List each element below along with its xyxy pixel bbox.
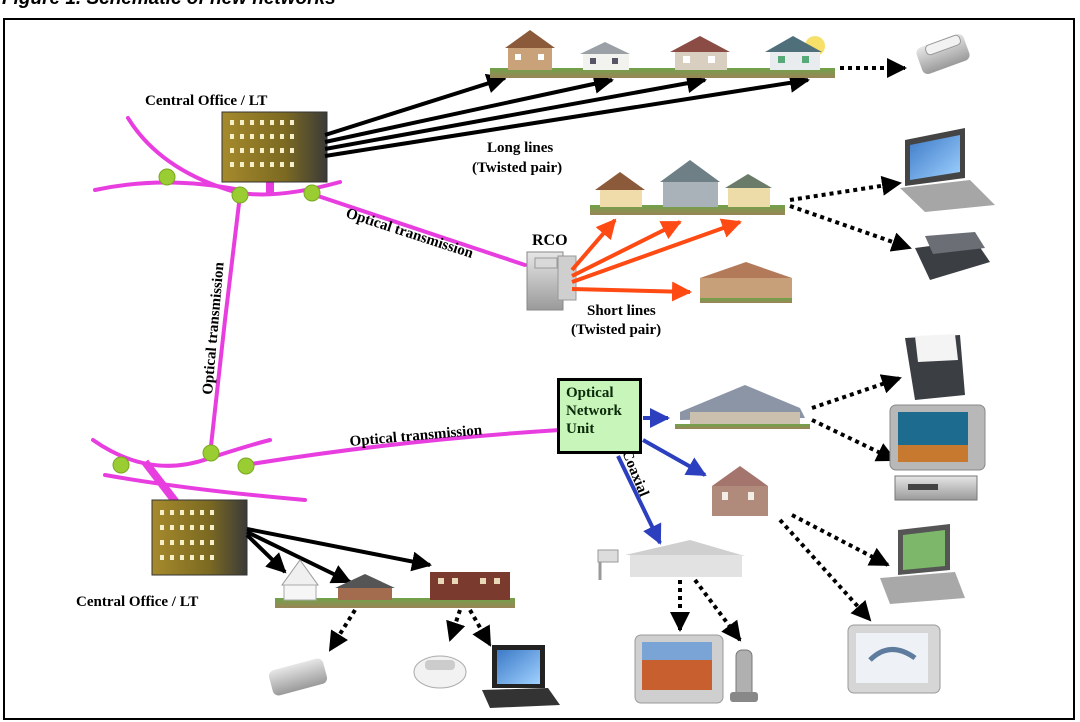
dotted-links-middle (789, 175, 912, 252)
node-3 (303, 184, 321, 202)
short-lines-label-2: (Twisted pair) (571, 322, 661, 338)
house-icon (595, 172, 645, 207)
rco-label: RCO (532, 232, 568, 249)
dotted-links-bottom (328, 608, 492, 652)
figure-frame (3, 18, 1075, 720)
node-4 (112, 456, 130, 474)
house-icon (505, 30, 555, 70)
telephone-icon (413, 655, 467, 689)
onu-label-line2: Network (566, 403, 622, 419)
central-office-top-label: Central Office / LT (145, 93, 267, 109)
node-5 (202, 444, 220, 462)
fax-machine-icon (905, 334, 965, 400)
figure-title: Figure 1. Schematic of new networks (2, 0, 336, 10)
house-row-bottom (275, 559, 515, 608)
node-2 (231, 186, 249, 204)
fiber-ring-bottom (91, 438, 272, 468)
fiber-branch-bottom (103, 473, 307, 502)
rco-cabinet-icon (526, 251, 577, 311)
central-office-bottom-label: Central Office / LT (76, 594, 198, 610)
laptop-icon (880, 524, 965, 604)
house-row-middle (590, 160, 785, 215)
tv-icon (889, 404, 986, 471)
house-icon (700, 262, 792, 303)
optical-transmission-rco-label: Optical transmission (344, 206, 476, 262)
optical-network-unit: Optical Network Unit (557, 378, 642, 454)
house-icon (281, 559, 319, 601)
house-icon (670, 36, 730, 70)
fiber-nodes (112, 168, 321, 475)
office-building-icon (151, 499, 248, 576)
house-icon (712, 466, 768, 516)
fiber-to-onu (243, 428, 562, 467)
node-1 (158, 168, 176, 186)
coaxial-label: Coaxial (618, 448, 651, 500)
tv-icon (634, 634, 724, 704)
house-icon (660, 160, 720, 207)
fiber-to-rco (310, 192, 527, 267)
onu-label-line1: Optical (566, 385, 614, 401)
tv-icon (847, 624, 941, 694)
coax-lines (616, 408, 707, 545)
optical-transmission-onu-label: Optical transmission (349, 422, 483, 450)
fiber-vertical (208, 193, 242, 457)
bottom-long-lines (245, 527, 432, 584)
short-lines-label-1: Short lines (587, 303, 656, 319)
onu-label-line3: Unit (566, 421, 595, 437)
long-lines (324, 72, 810, 158)
vcr-icon (894, 475, 978, 501)
dotted-links-right (670, 374, 902, 642)
house-icon (430, 572, 510, 600)
laptop-icon (900, 128, 995, 212)
house-row-top (490, 30, 835, 78)
short-lines (570, 218, 742, 302)
telephone-icon (268, 658, 328, 696)
node-6 (237, 457, 255, 475)
office-building-icon (221, 111, 328, 183)
cordless-phone-icon (730, 649, 758, 702)
house-icon (675, 385, 810, 429)
fax-machine-icon (915, 232, 990, 280)
house-icon (725, 174, 772, 207)
house-icon (765, 36, 825, 70)
telephone-icon (916, 33, 970, 75)
long-lines-label-2: (Twisted pair) (472, 160, 562, 176)
long-lines-label-1: Long lines (487, 140, 553, 156)
house-icon (335, 574, 395, 600)
house-icon (580, 42, 630, 70)
laptop-icon (482, 645, 560, 708)
house-icon (597, 540, 745, 580)
